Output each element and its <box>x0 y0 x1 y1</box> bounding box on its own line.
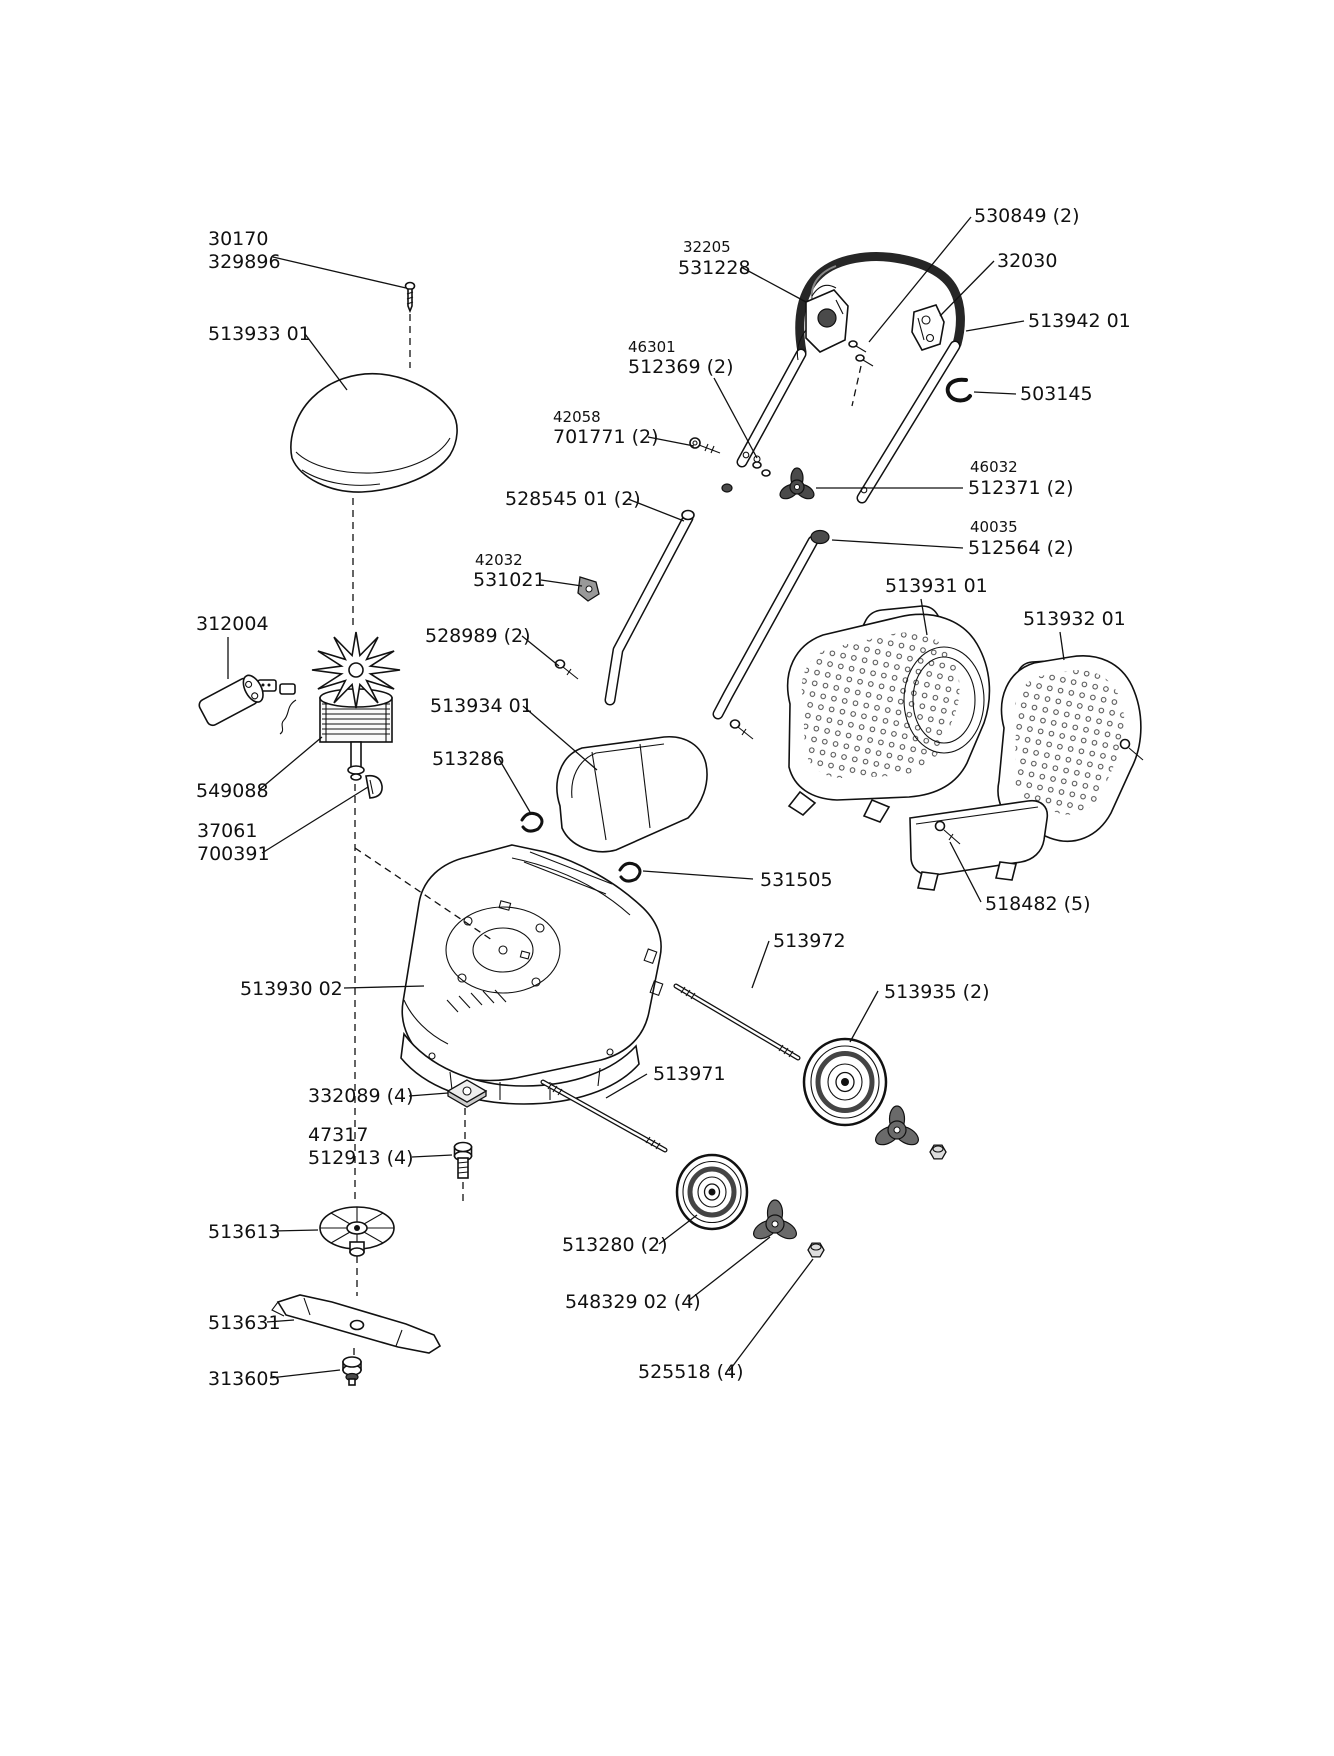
label-518482: 518482 (5) <box>985 893 1090 915</box>
label-42058: 42058 <box>553 408 601 426</box>
rear-wheel-513935-drawing <box>802 1037 888 1127</box>
assembly-axis-lines <box>352 314 862 1358</box>
lower-tubes-528545-drawing <box>604 509 830 720</box>
leader-lines <box>227 216 1065 1379</box>
end-cap-512564-drawing <box>810 529 830 545</box>
label-46301: 46301 <box>628 338 676 356</box>
upper-handle-assembly-drawing <box>736 252 965 504</box>
screws-528989-drawing <box>554 659 754 740</box>
label-513631: 513631 <box>208 1312 281 1334</box>
cable-clip-531021-drawing <box>577 576 600 602</box>
grass-catcher-half-right-drawing <box>997 655 1142 843</box>
clip-531505-drawing <box>618 861 642 883</box>
label-512369: 512369 (2) <box>628 356 733 378</box>
label-513930-02: 513930 02 <box>240 978 343 1000</box>
label-531228: 531228 <box>678 257 751 279</box>
clip-513286-drawing <box>520 811 544 833</box>
clip-700391-drawing <box>365 774 383 799</box>
grass-catcher-half-left-drawing <box>786 605 991 823</box>
capacitor-312004-drawing <box>198 674 264 727</box>
label-513933-01: 513933 01 <box>208 323 311 345</box>
label-531505: 531505 <box>760 869 833 891</box>
front-wheel-513280-drawing <box>675 1153 749 1231</box>
label-313605: 313605 <box>208 1368 281 1390</box>
screw-701771-drawing <box>689 437 771 493</box>
bracket-32030-drawing <box>911 304 945 351</box>
label-525518: 525518 (4) <box>638 1361 743 1383</box>
screws-530849-drawing <box>848 340 874 367</box>
label-512564: 512564 (2) <box>968 537 1073 559</box>
deflector-flap-513934-drawing <box>556 736 708 853</box>
label-329896: 329896 <box>208 251 281 273</box>
nut-525518-front-drawing <box>807 1242 825 1258</box>
bolt-512913-drawing <box>453 1141 473 1179</box>
label-32205: 32205 <box>683 238 731 256</box>
label-528545-01: 528545 01 (2) <box>505 488 641 510</box>
hub-cap-548329-rear-drawing <box>875 1105 919 1146</box>
label-513971: 513971 <box>653 1063 726 1085</box>
label-528989: 528989 (2) <box>425 625 530 647</box>
blade-bolt-313605-drawing <box>342 1356 362 1386</box>
switch-531228-drawing <box>796 284 849 361</box>
label-530849: 530849 (2) <box>974 205 1079 227</box>
rear-axle-513972-drawing <box>673 983 801 1061</box>
impeller-513613-drawing <box>319 1206 395 1257</box>
wing-knob-512371-drawing <box>779 467 815 500</box>
label-701771: 701771 (2) <box>553 426 658 448</box>
label-332089: 332089 (4) <box>308 1085 413 1107</box>
label-37061: 37061 <box>197 820 257 842</box>
label-312004: 312004 <box>196 613 269 635</box>
label-513972: 513972 <box>773 930 846 952</box>
grass-catcher-channel-drawing <box>909 799 1049 891</box>
label-42032: 42032 <box>475 551 523 569</box>
square-nut-332089-drawing <box>446 1079 488 1108</box>
label-513280: 513280 (2) <box>562 1234 667 1256</box>
deck-513930-drawing <box>400 844 664 1105</box>
label-512371: 512371 (2) <box>968 477 1073 499</box>
label-513932-01: 513932 01 <box>1023 608 1126 630</box>
screw-30170-drawing <box>404 281 416 314</box>
label-40035: 40035 <box>970 518 1018 536</box>
label-513286: 513286 <box>432 748 505 770</box>
label-513942-01: 513942 01 <box>1028 310 1131 332</box>
label-47317: 47317 <box>308 1124 368 1146</box>
cable-clip-503145-drawing <box>945 377 972 403</box>
screws-518482-drawing <box>934 738 1144 845</box>
label-700391: 700391 <box>197 843 270 865</box>
nut-525518-rear-drawing <box>929 1144 947 1160</box>
motor-549088-drawing <box>257 631 401 781</box>
front-axle-513971-drawing <box>540 1079 668 1153</box>
label-531021: 531021 <box>473 569 546 591</box>
label-549088: 549088 <box>196 780 269 802</box>
part-labels: 30170 329896 513933 01 32205 531228 5308… <box>196 205 1131 1390</box>
label-30170: 30170 <box>208 228 268 250</box>
label-503145: 503145 <box>1020 383 1093 405</box>
label-512913: 512913 (4) <box>308 1147 413 1169</box>
label-46032: 46032 <box>970 458 1018 476</box>
label-513934-01: 513934 01 <box>430 695 533 717</box>
hub-cap-548329-front-drawing <box>753 1199 797 1240</box>
hood-513933-drawing <box>290 372 458 493</box>
label-513931-01: 513931 01 <box>885 575 988 597</box>
label-513935: 513935 (2) <box>884 981 989 1003</box>
label-513613: 513613 <box>208 1221 281 1243</box>
label-548329-02: 548329 02 (4) <box>565 1291 701 1313</box>
label-32030: 32030 <box>997 250 1057 272</box>
blade-513631-drawing <box>271 1294 442 1354</box>
